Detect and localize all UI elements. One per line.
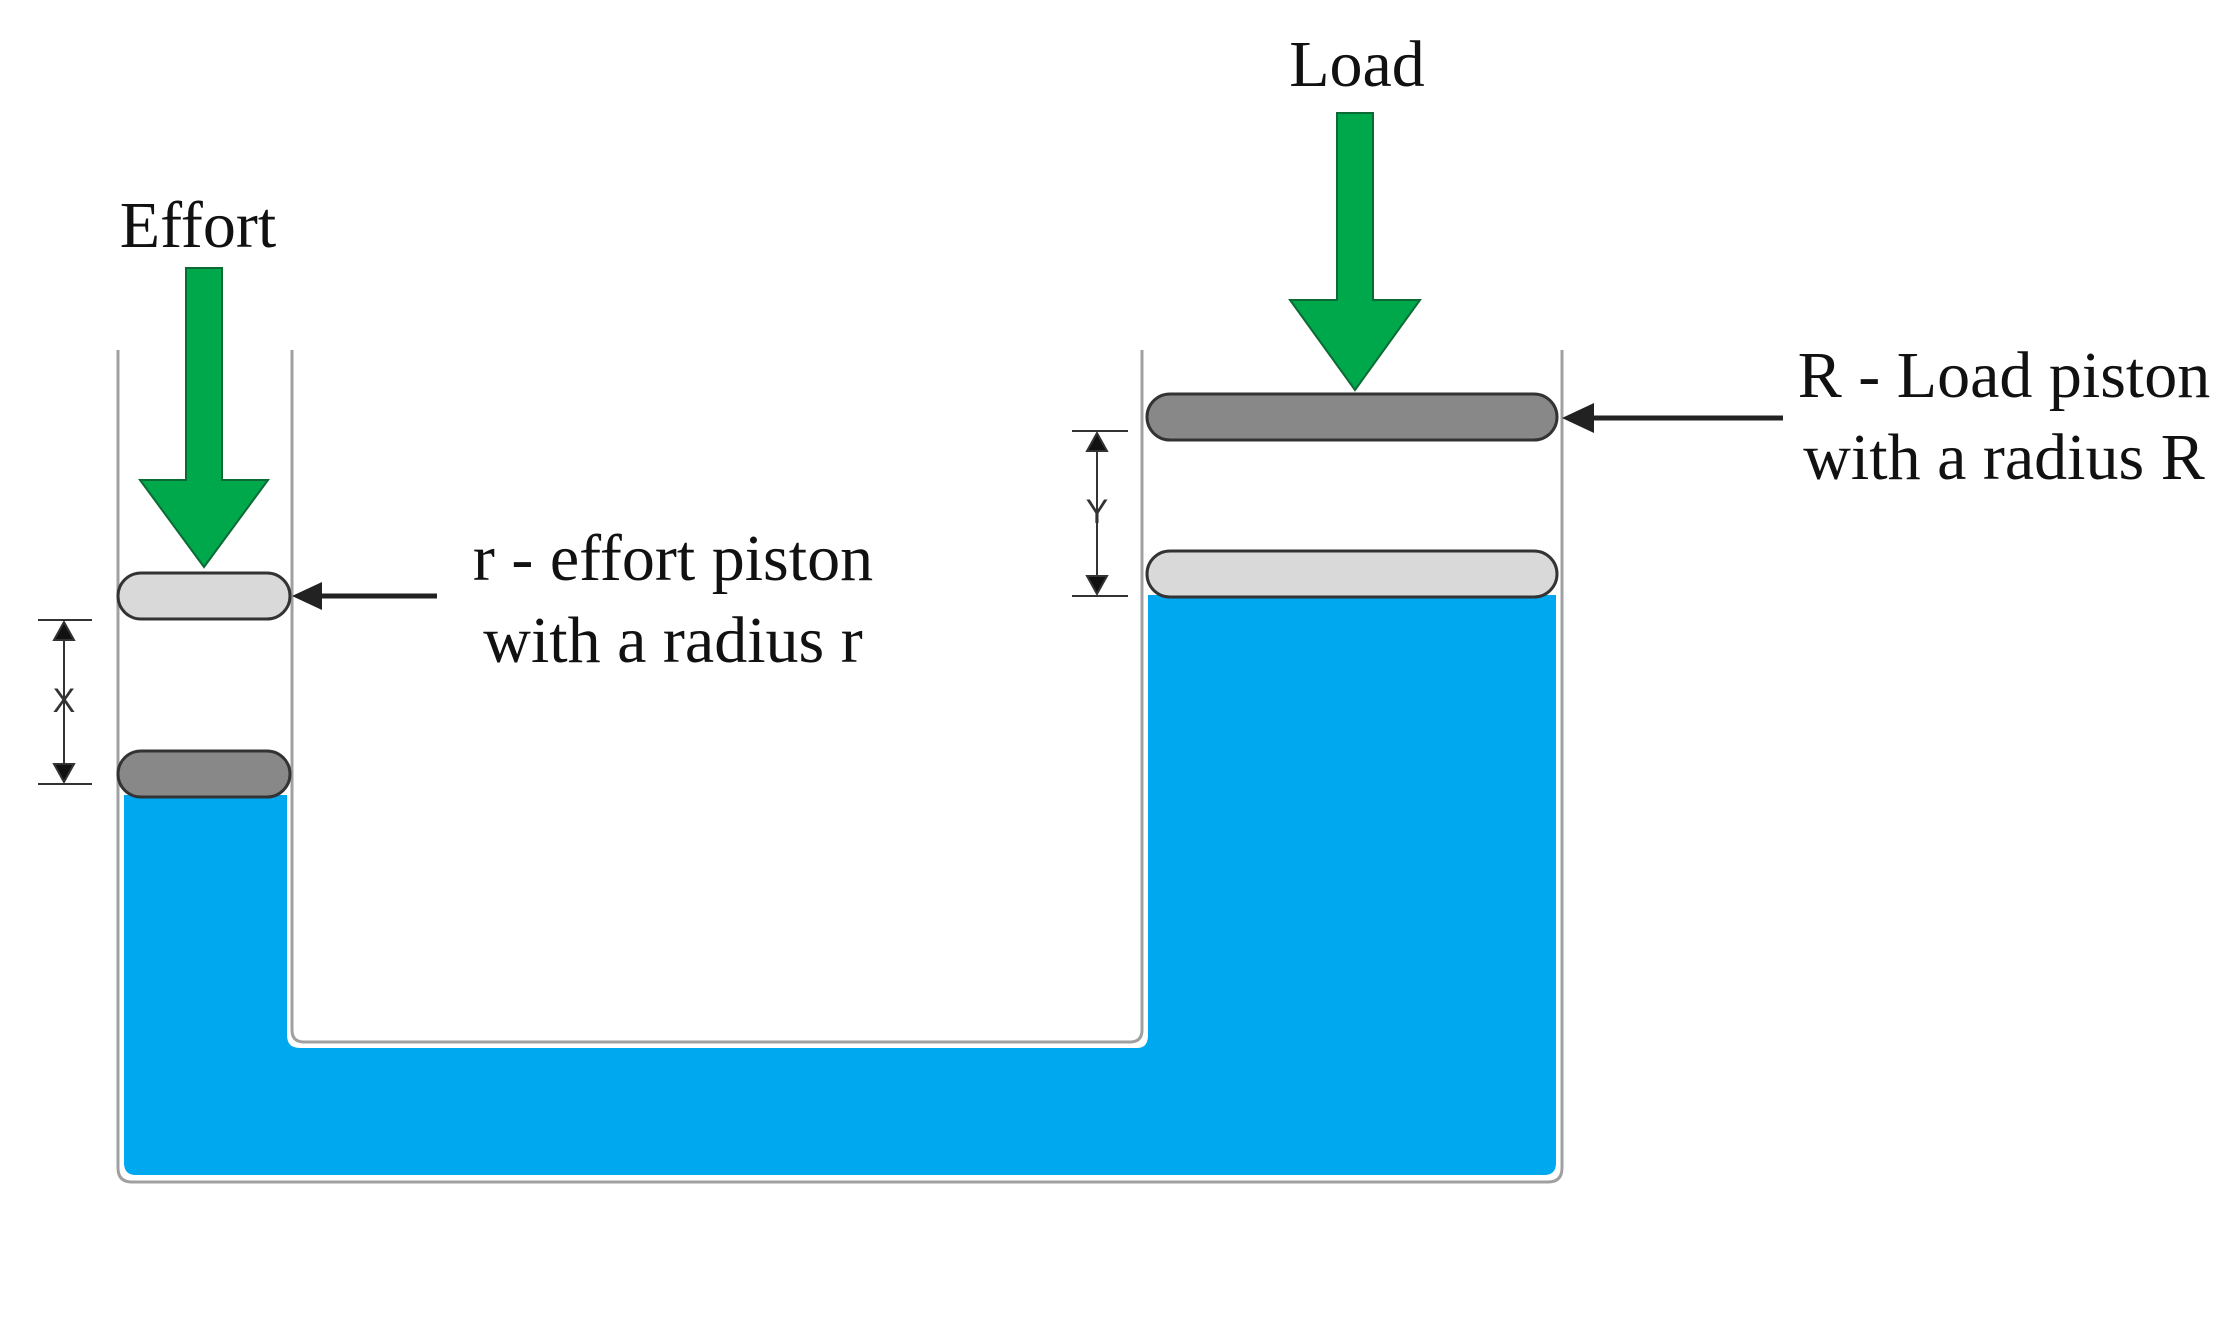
load-leader-arrow bbox=[1562, 403, 1783, 433]
hydraulic-fluid bbox=[124, 595, 1556, 1175]
inner-wall bbox=[290, 350, 1144, 1044]
effort-piston-label-line2: with a radius r bbox=[483, 604, 862, 677]
effort-piston-end bbox=[116, 749, 292, 799]
effort-force-arrow bbox=[138, 267, 270, 569]
outer-wall bbox=[116, 350, 1564, 1184]
dimension-x-label: X bbox=[53, 682, 76, 720]
effort-label: Effort bbox=[120, 189, 276, 262]
dimension-x bbox=[38, 619, 92, 785]
load-piston-label-line2: with a radius R bbox=[1803, 421, 2204, 494]
load-piston-label-line1: R - Load piston bbox=[1798, 339, 2210, 412]
effort-leader-arrow bbox=[292, 582, 437, 610]
dimension-y bbox=[1072, 430, 1128, 597]
load-label: Load bbox=[1289, 28, 1425, 101]
load-piston-end bbox=[1145, 392, 1559, 442]
load-force-arrow bbox=[1288, 112, 1422, 392]
effort-piston-start bbox=[116, 571, 292, 621]
container-walls bbox=[116, 350, 1564, 1184]
dimension-y-label: Y bbox=[1086, 493, 1109, 531]
load-piston-start bbox=[1145, 549, 1559, 599]
effort-piston-label-line1: r - effort piston bbox=[473, 522, 873, 595]
